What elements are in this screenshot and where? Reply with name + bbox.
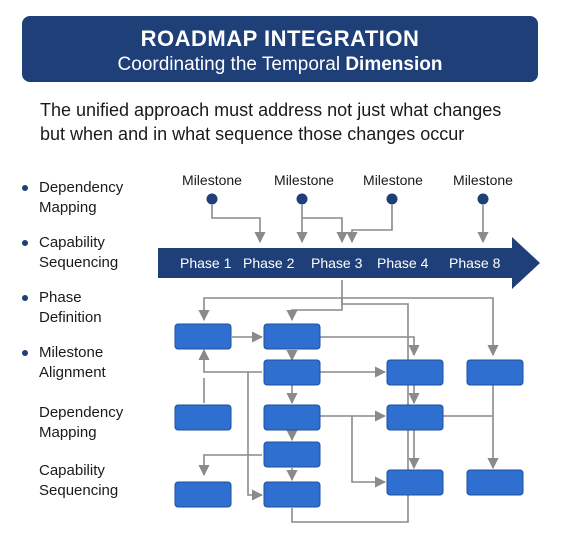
milestone-dot [206, 193, 218, 205]
sidebar-item-line1: Dependency [39, 179, 124, 196]
phase-label-2: Phase 2 [243, 255, 295, 271]
intro-line-1: The unified approach must address not ju… [40, 100, 502, 120]
milestone-dot [477, 193, 489, 205]
sidebar-item-line2: Mapping [39, 424, 97, 441]
bullet-icon [22, 185, 28, 191]
milestone-markers [206, 193, 489, 205]
process-box [263, 359, 321, 386]
connector [198, 454, 262, 477]
milestone-dot [386, 193, 398, 205]
bullet-icon [22, 350, 28, 356]
sidebar-item-line1: Milestone [39, 344, 104, 361]
intro-line-2: but when and in what sequence those chan… [40, 124, 465, 144]
process-box [263, 323, 321, 350]
process-box [263, 404, 321, 431]
process-box [174, 404, 232, 431]
connector [198, 280, 343, 322]
process-box [466, 469, 524, 496]
connector [351, 416, 387, 488]
connector [320, 336, 420, 357]
milestone-dot [296, 193, 308, 205]
process-box [386, 359, 444, 386]
phase-label-3: Phase 3 [311, 255, 363, 271]
connector [286, 298, 343, 322]
process-box [386, 404, 444, 431]
process-box [263, 441, 321, 468]
sidebar-item-line2: Alignment [39, 364, 106, 381]
connector [198, 348, 262, 373]
process-box [263, 481, 321, 508]
milestone-label-1: Milestone [182, 172, 242, 188]
subtitle-main: Coordinating the Temporal [117, 54, 341, 75]
process-boxes [174, 323, 524, 508]
page-subtitle: Coordinating the Temporal Dimension [22, 54, 538, 76]
process-box [174, 481, 232, 508]
connector [302, 217, 348, 244]
subtitle-bold: Dimension [345, 54, 443, 75]
connector [211, 205, 266, 244]
sidebar-item-line1: Capability [39, 462, 105, 479]
process-box [174, 323, 232, 350]
intro-text: The unified approach must address not ju… [40, 98, 555, 146]
sidebar-item-line2: Definition [39, 309, 102, 326]
bullet-icon [22, 295, 28, 301]
process-box [466, 359, 524, 386]
connector [247, 372, 264, 501]
sidebar-item-line2: Sequencing [39, 254, 119, 271]
header-banner: ROADMAP INTEGRATION Coordinating the Tem… [22, 16, 538, 82]
milestone-label-2: Milestone [274, 172, 334, 188]
phase-label-1: Phase 1 [180, 255, 232, 271]
milestone-label-3: Milestone [363, 172, 423, 188]
phase-timeline-arrow [158, 237, 540, 289]
connector-lines [198, 205, 499, 523]
process-box [386, 469, 444, 496]
milestone-label-4: Milestone [453, 172, 513, 188]
sidebar-item-line1: Dependency [39, 404, 124, 421]
connector [342, 297, 499, 357]
sidebar-item-line2: Sequencing [39, 482, 119, 499]
sidebar-item-line2: Mapping [39, 199, 97, 216]
sidebar-item-line1: Phase [39, 289, 82, 306]
phase-label-5: Phase 8 [449, 255, 501, 271]
connector [346, 205, 393, 244]
sidebar-item-line1: Capability [39, 234, 105, 251]
page-title: ROADMAP INTEGRATION [140, 26, 420, 51]
phase-label-4: Phase 4 [377, 255, 429, 271]
bullet-icon [22, 240, 28, 246]
